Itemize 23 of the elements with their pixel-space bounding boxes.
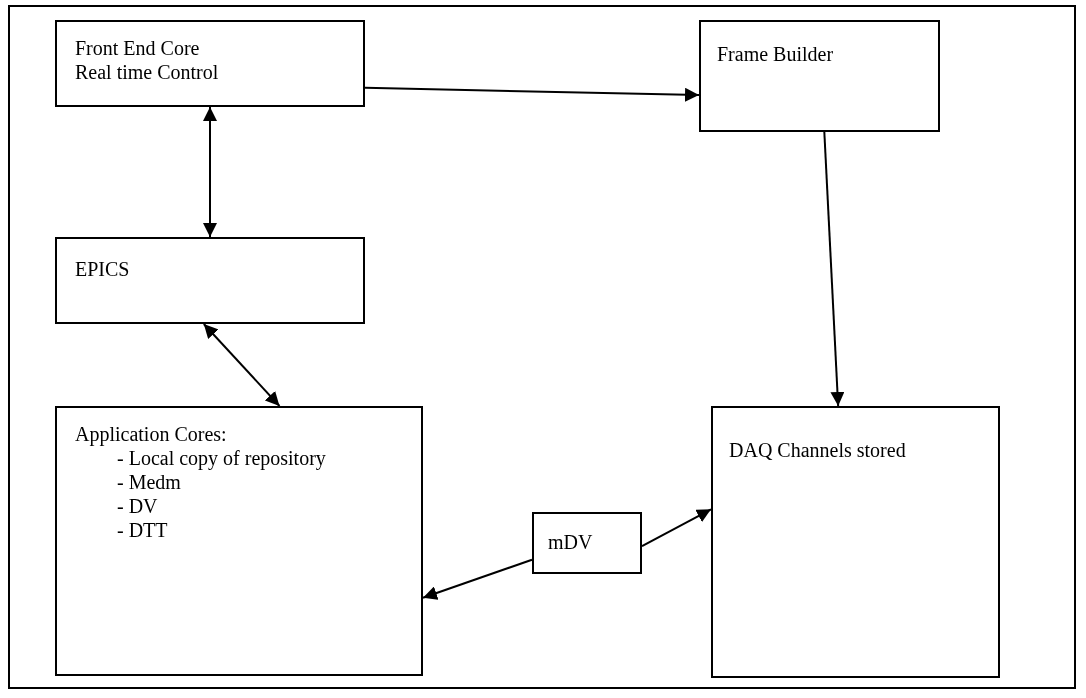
process-box [55,406,423,676]
box-label: Front End Core [75,36,200,60]
list-item: - Local copy of repository [117,446,326,470]
process-box [55,237,365,324]
box-label: Real time Control [75,60,219,84]
arrow [202,323,281,407]
arrow [364,86,700,102]
process-box [711,406,1000,678]
box-label: mDV [548,530,593,554]
list-item: - DV [117,494,158,518]
arrow [823,131,845,407]
arrow [422,558,533,600]
list-item: - Medm [117,470,181,494]
box-label: DAQ Channels stored [729,438,906,462]
list-item: - DTT [117,518,168,542]
box-label: Application Cores: [75,422,227,446]
process-box [55,20,365,107]
process-box [532,512,642,574]
arrow [641,508,712,548]
process-box [699,20,940,132]
box-label: EPICS [75,257,130,281]
box-label: Frame Builder [717,42,834,66]
arrow [203,106,217,238]
